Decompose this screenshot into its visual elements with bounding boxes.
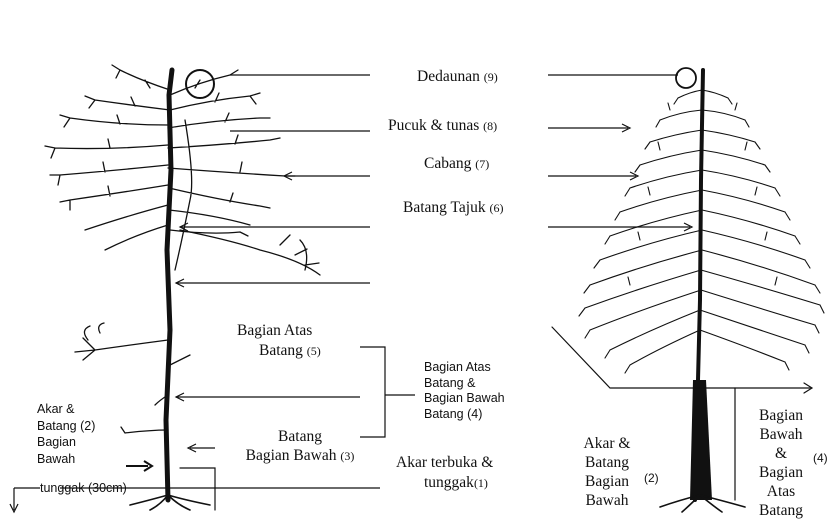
label-dedaunan: Dedaunan (9) <box>417 69 498 85</box>
label-left-akar-batang: Akar & Batang (2) Bagian Bawah <box>37 401 95 467</box>
label-right-akar-line4: Bawah <box>577 492 637 511</box>
label-right-bawah-line3: & <box>752 445 810 464</box>
right-roots <box>660 495 745 512</box>
label-right-bawah-line2: Bawah <box>752 426 810 445</box>
label-dedaunan-text: Dedaunan <box>417 68 480 85</box>
label-cabang-num: (7) <box>475 157 489 171</box>
left-tunggak-marker <box>180 468 215 510</box>
label-left-akar-line1: Akar & <box>37 401 95 418</box>
label-right-akar-line1: Akar & <box>577 435 637 454</box>
label-batang-bawah-line1: Batang <box>236 429 364 445</box>
label-right-bawah-num-text: (4) <box>813 451 828 465</box>
label-batang-tajuk-num: (6) <box>489 201 503 215</box>
label-combined-4: Bagian Atas Batang & Bagian Bawah Batang… <box>424 360 505 423</box>
label-batang-tajuk-text: Batang Tajuk <box>403 199 486 216</box>
right-top-circle <box>676 68 696 88</box>
label-right-bawah-line6: Batang <box>752 502 810 521</box>
label-pucuk-text: Pucuk & tunas <box>388 117 479 134</box>
label-combined-line1: Bagian Atas <box>424 360 505 376</box>
label-left-akar-line4: Bawah <box>37 451 95 468</box>
label-combined-line3: Bagian Bawah <box>424 391 505 407</box>
left-right-branch <box>180 230 320 275</box>
label-combined-line2: Batang & <box>424 376 505 392</box>
right-plane <box>552 327 810 388</box>
left-roots <box>130 495 210 510</box>
bracket-4 <box>360 347 385 437</box>
label-tunggak-text: tunggak (30cm) <box>40 481 127 495</box>
label-bagian-atas-line2-text: Batang <box>259 342 303 359</box>
label-right-akar-line2: Batang <box>577 454 637 473</box>
label-akar-terbuka-line2-text: tunggak <box>424 474 474 491</box>
label-dedaunan-num: (9) <box>484 70 498 84</box>
label-batang-tajuk: Batang Tajuk (6) <box>403 200 503 216</box>
label-right-bawah-line4: Bagian <box>752 464 810 483</box>
label-bagian-atas-batang: Bagian Atas Batang (5) <box>237 323 321 360</box>
label-akar-terbuka-line1: Akar terbuka & <box>396 455 493 471</box>
label-cabang: Cabang (7) <box>424 156 489 172</box>
label-batang-bagian-bawah: Batang Bagian Bawah (3) <box>236 429 364 465</box>
left-trunk <box>166 70 172 500</box>
label-bagian-atas-line2: Batang (5) <box>259 343 321 359</box>
label-batang-bawah-num: (3) <box>340 449 354 463</box>
label-akar-terbuka-line2: tunggak(1) <box>424 475 493 491</box>
label-left-akar-line3: Bagian <box>37 434 95 451</box>
label-right-bawah-line5: Atas <box>752 483 810 502</box>
label-right-akar-line3: Bagian <box>577 473 637 492</box>
label-bagian-atas-line1: Bagian Atas <box>237 323 321 339</box>
right-trunk-base <box>690 380 712 500</box>
label-akar-terbuka: Akar terbuka & tunggak(1) <box>396 455 493 492</box>
label-right-bawah-line1: Bagian <box>752 407 810 426</box>
label-right-akar-num-text: (2) <box>644 471 659 485</box>
label-akar-terbuka-num: (1) <box>474 476 488 490</box>
label-right-bawah-atas: Bagian Bawah & Bagian Atas Batang <box>752 407 810 520</box>
label-batang-bawah-line2-text: Bagian Bawah <box>246 447 337 464</box>
label-batang-bawah-line2: Bagian Bawah (3) <box>236 448 364 464</box>
label-right-akar-batang: Akar & Batang Bagian Bawah <box>577 435 637 511</box>
label-left-akar-line2: Batang (2) <box>37 418 95 435</box>
label-pucuk-num: (8) <box>483 119 497 133</box>
label-bagian-atas-num: (5) <box>307 344 321 358</box>
label-right-akar-num: (2) <box>644 472 659 485</box>
label-pucuk-tunas: Pucuk & tunas (8) <box>388 118 497 134</box>
label-cabang-text: Cabang <box>424 155 471 172</box>
label-combined-line4: Batang (4) <box>424 407 505 423</box>
label-right-bawah-num: (4) <box>813 452 828 465</box>
label-tunggak: tunggak (30cm) <box>40 482 127 495</box>
